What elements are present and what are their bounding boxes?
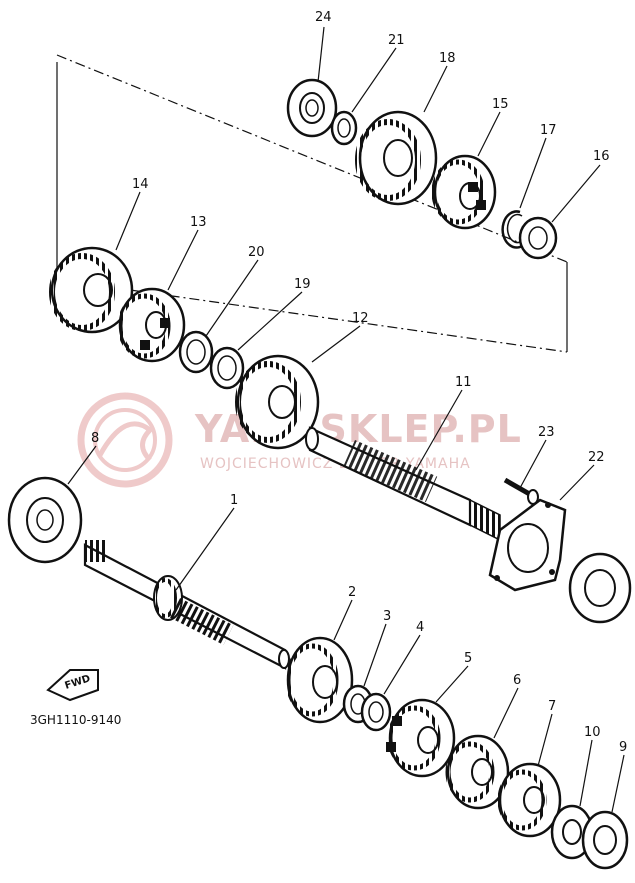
callout-13: 13 <box>190 215 207 230</box>
callout-24: 24 <box>315 10 332 25</box>
callout-8: 8 <box>91 431 99 446</box>
callout-2: 2 <box>348 585 356 600</box>
leader-lines <box>67 26 625 813</box>
part-23-bolt <box>503 477 539 505</box>
callout-15: 15 <box>492 97 509 112</box>
callout-22: 22 <box>588 450 605 465</box>
part-20-washer <box>178 330 214 374</box>
part-19-washer <box>209 346 245 390</box>
callout-20: 20 <box>248 245 265 260</box>
callout-11: 11 <box>455 375 472 390</box>
part-22-plate <box>488 498 567 592</box>
part-5-gear <box>386 698 456 778</box>
callout-1: 1 <box>230 493 238 508</box>
callout-21: 21 <box>388 33 405 48</box>
callout-18: 18 <box>439 51 456 66</box>
callout-3: 3 <box>383 609 391 624</box>
part-18-gear <box>355 110 438 206</box>
part-1-axle <box>83 540 290 670</box>
watermark-logo-icon <box>77 392 173 488</box>
part-24-bearing <box>286 78 338 138</box>
callout-12: 12 <box>352 311 369 326</box>
callout-23: 23 <box>538 425 555 440</box>
callout-4: 4 <box>416 620 424 635</box>
part-13-gear <box>117 287 186 363</box>
callout-19: 19 <box>294 277 311 292</box>
diagram-code: 3GH1110-9140 <box>30 713 121 727</box>
callout-17: 17 <box>540 123 557 138</box>
part-22-bearing <box>568 552 632 624</box>
callout-14: 14 <box>132 177 149 192</box>
part-14-gear <box>49 246 134 334</box>
part-9-bearing <box>581 810 629 870</box>
part-7-gear <box>497 762 562 838</box>
callout-9: 9 <box>619 740 627 755</box>
part-12-gear <box>235 354 320 450</box>
part-4-washer <box>360 692 392 732</box>
part-15-gear <box>431 154 497 230</box>
part-16-washer <box>518 216 558 260</box>
part-6-gear <box>445 734 510 810</box>
part-11-axle <box>305 426 501 542</box>
part-2-gear <box>285 636 354 724</box>
callout-6: 6 <box>513 673 521 688</box>
callout-10: 10 <box>584 725 601 740</box>
callout-7: 7 <box>548 699 556 714</box>
fwd-arrow-icon: FWD <box>46 669 99 702</box>
part-10-collar <box>550 804 594 860</box>
part-21-washer <box>330 110 358 146</box>
callout-5: 5 <box>464 651 472 666</box>
part-8-bearing <box>7 476 83 564</box>
callout-16: 16 <box>593 149 610 164</box>
